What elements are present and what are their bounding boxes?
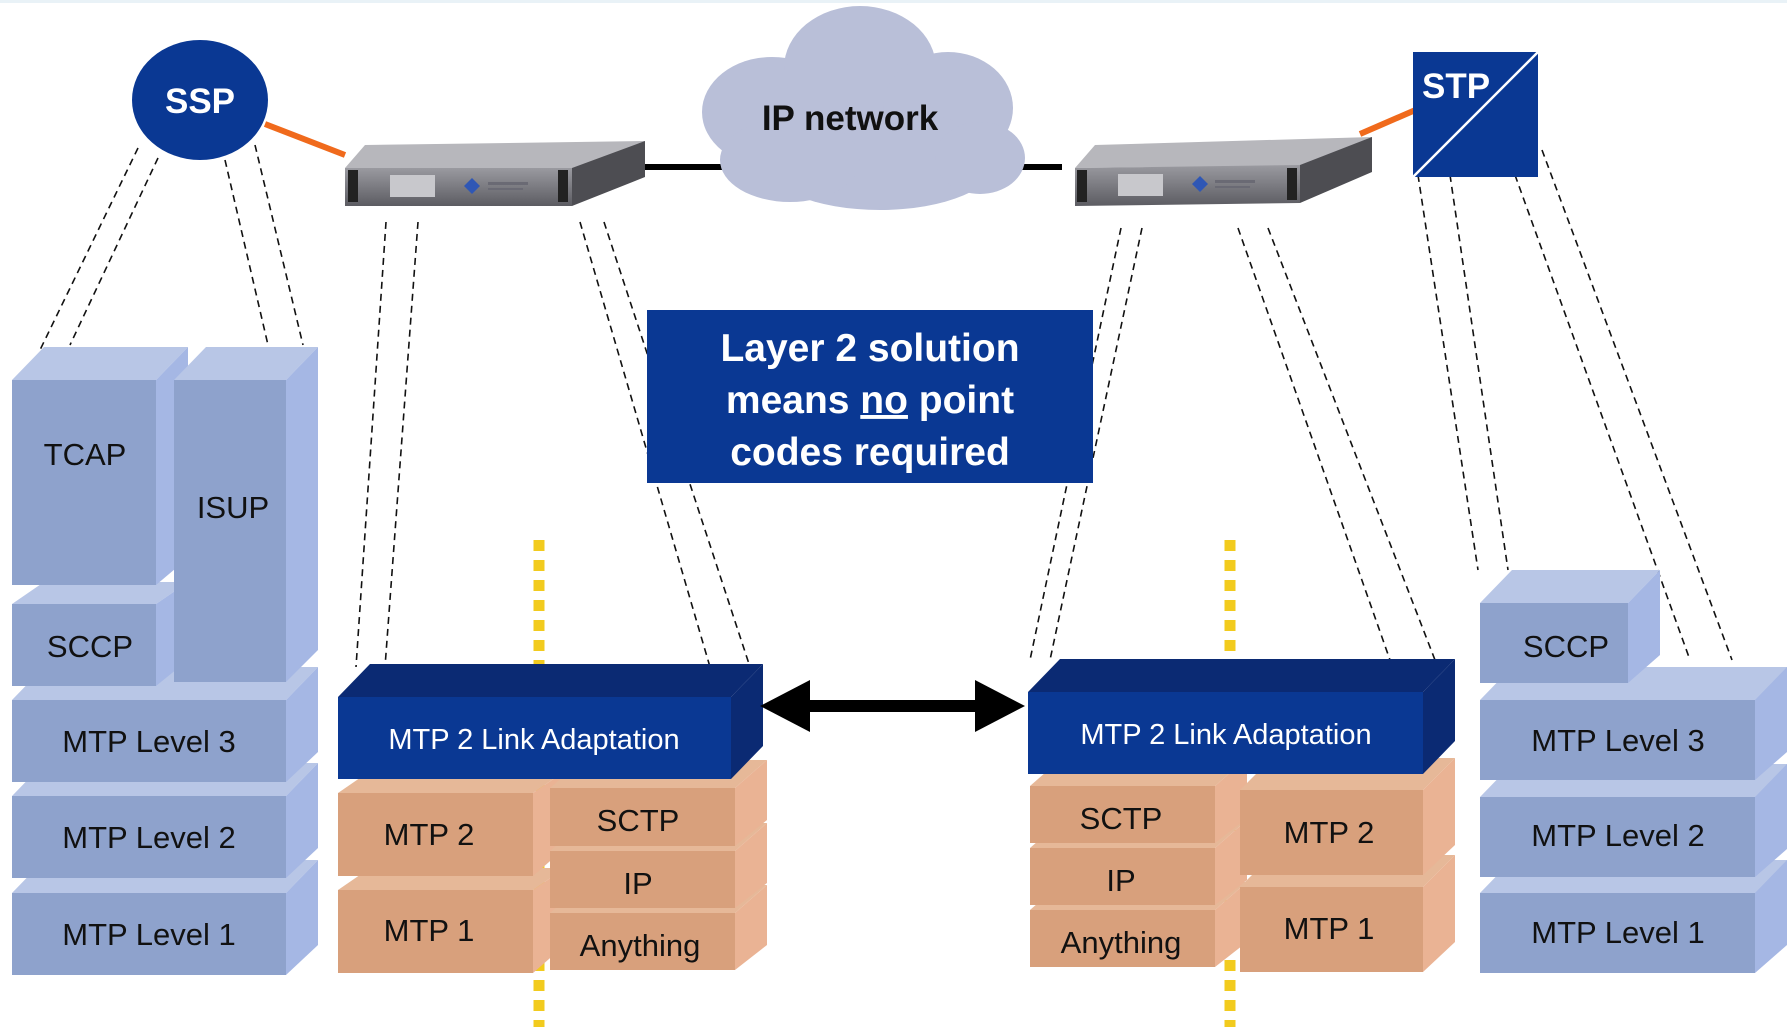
ssp-label: SSP [165,82,235,121]
ssp-isup-label: ISUP [197,490,269,525]
stp-sccp-label: SCCP [1523,629,1609,664]
ip-network-label: IP network [762,99,939,138]
stp-mtp3-label: MTP Level 3 [1531,723,1704,758]
right-ip-label: IP [1106,863,1135,898]
stp-stack [1480,570,1787,973]
left-link-adaptation-block [338,664,763,779]
ssp-mtp1-label: MTP Level 1 [62,917,235,952]
layer2-callout [647,310,1093,483]
left-anything-label: Anything [580,928,701,963]
left-gateway-stack [338,664,767,973]
callout-line-3: codes required [730,431,1010,474]
left-sctp-label: SCTP [597,803,680,838]
ssp-mtp3-label: MTP Level 3 [62,724,235,759]
ssp-mtp2-label: MTP Level 2 [62,820,235,855]
stp-label: STP [1422,67,1490,106]
ssp-isup-block [174,347,318,682]
ssp-sccp-label: SCCP [47,629,133,664]
right-mtp1-label: MTP 1 [1284,911,1375,946]
left-ip-label: IP [623,866,652,901]
right-mtp2-label: MTP 2 [1284,815,1375,850]
top-border [0,0,1787,3]
left-mtp2-label: MTP 2 [384,817,475,852]
right-gateway-stack [1028,659,1455,972]
ip-network-cloud [702,6,1025,210]
stp-node[interactable] [1412,51,1539,178]
left-adaptation-label: MTP 2 Link Adaptation [388,724,679,756]
right-adaptation-label: MTP 2 Link Adaptation [1080,719,1371,751]
stp-sccp-block [1480,570,1660,683]
device-logo-icon [1192,176,1208,192]
double-arrow-icon [760,680,1025,732]
right-sctp-label: SCTP [1080,801,1163,836]
left-gateway-device[interactable] [345,141,645,206]
left-mtp1-block [338,868,565,973]
ssp-stack [12,347,318,975]
stp-mtp1-label: MTP Level 1 [1531,915,1704,950]
ssp-orange-link [263,121,347,158]
callout-line-2: means no point [726,379,1014,422]
right-link-adaptation-block [1028,659,1455,774]
right-anything-label: Anything [1061,925,1182,960]
ssp-tcap-label: TCAP [44,437,127,472]
stp-orange-link [1358,105,1422,137]
left-mtp1-label: MTP 1 [384,913,475,948]
right-gateway-device[interactable] [1075,137,1372,206]
callout-line-1: Layer 2 solution [720,327,1019,370]
ssp-node[interactable] [132,40,268,160]
left-mtp2-block [338,771,565,876]
stp-mtp2-label: MTP Level 2 [1531,818,1704,853]
device-logo-icon [464,178,480,194]
